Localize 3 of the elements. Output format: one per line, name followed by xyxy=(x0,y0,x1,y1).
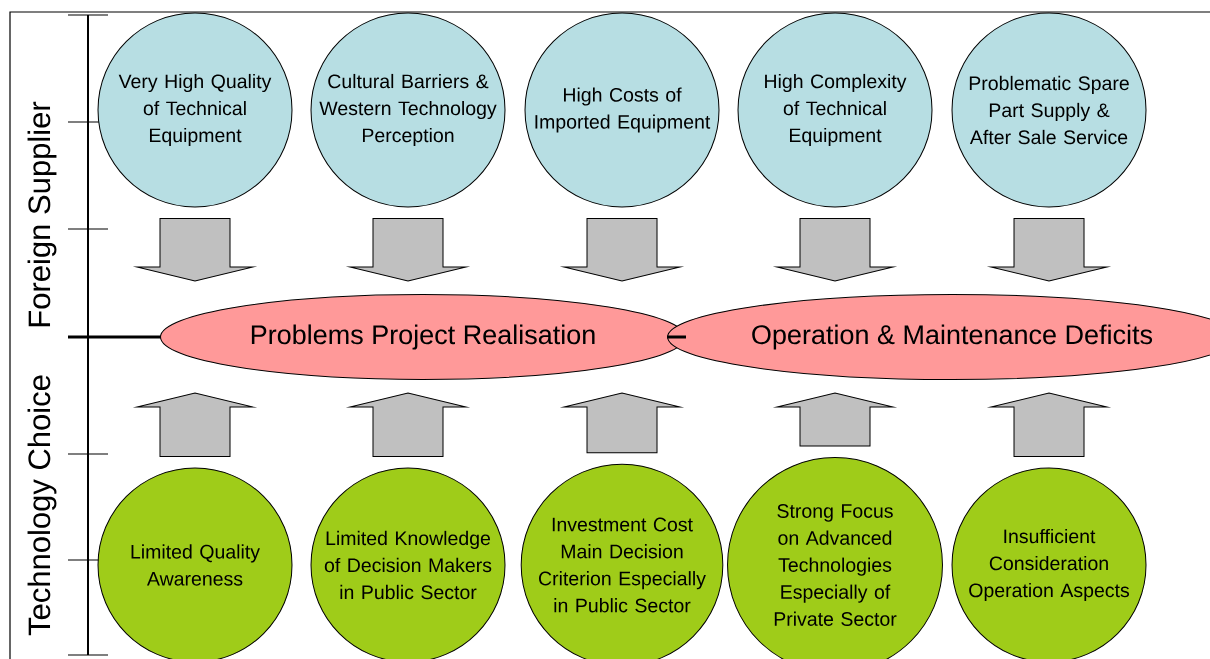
connector-line xyxy=(667,335,686,339)
axis-label: Technology Choice xyxy=(27,375,57,636)
axis-label: Foreign Supplier xyxy=(27,101,57,327)
